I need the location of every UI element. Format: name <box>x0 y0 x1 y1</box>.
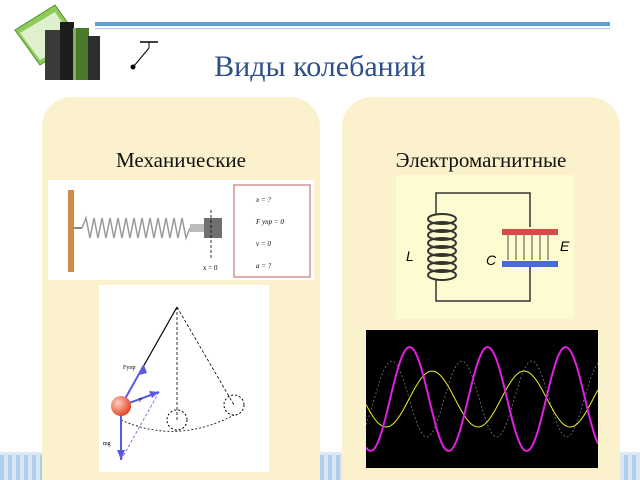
lc-circuit-image: E L C <box>396 175 574 319</box>
header-rule-thin <box>95 28 610 29</box>
books-icon <box>14 4 100 80</box>
formula-force: F упр = 0 <box>255 218 284 226</box>
force-label: F <box>139 398 143 404</box>
formula-acceleration: a = ? <box>256 262 272 270</box>
capacitor-label: C <box>486 252 497 268</box>
spring-oscillator-image: x = 0 x = ? F упр = 0 v = 0 a = ? <box>48 180 314 280</box>
spring-diagram: x = 0 x = ? F упр = 0 v = 0 a = ? <box>68 184 311 278</box>
electromagnetic-label: Электромагнитные <box>395 148 567 172</box>
pendulum-image: Fупр F mg <box>99 285 269 472</box>
lc-circuit-diagram: E L C <box>406 192 570 302</box>
page-title: Виды колебаний <box>214 50 426 83</box>
force-elastic-label: Fупр <box>123 365 136 371</box>
waves-plot <box>365 345 599 452</box>
pendulum-diagram: Fупр F mg <box>103 306 245 461</box>
wave-yellow <box>365 370 599 428</box>
mechanical-label: Механические <box>116 148 246 172</box>
formula-velocity: v = 0 <box>256 240 271 248</box>
header-rule <box>95 22 610 26</box>
inductor-label: L <box>406 248 414 264</box>
gravity-label: mg <box>103 441 111 447</box>
pendulum-small-icon <box>130 41 158 70</box>
x-zero-label: x = 0 <box>203 264 218 272</box>
waves-image <box>365 330 599 468</box>
field-label: E <box>560 238 570 254</box>
formula-x: x = ? <box>255 196 271 204</box>
wave-magenta <box>365 345 599 452</box>
wave-dotted <box>365 360 599 438</box>
